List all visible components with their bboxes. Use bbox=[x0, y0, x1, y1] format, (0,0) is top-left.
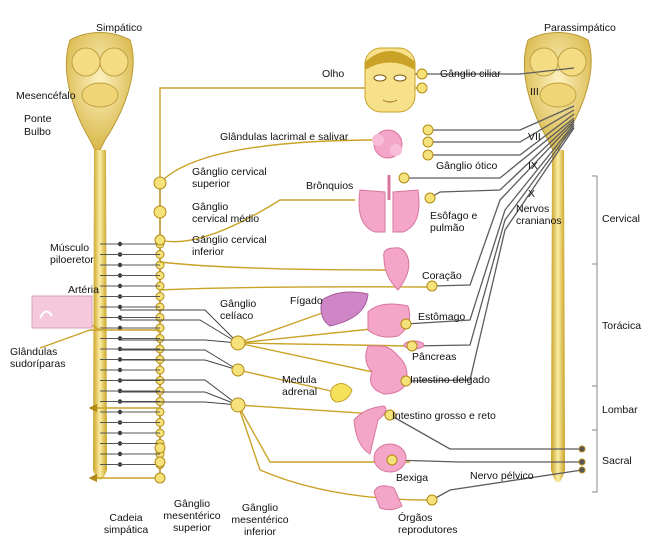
adrenal-gland bbox=[331, 383, 352, 402]
parasympathetic-heading: Parassimpático bbox=[544, 22, 616, 34]
label-ciliary-ganglion: Gânglio ciliar bbox=[440, 68, 501, 80]
label-cervical-sup-2: superior bbox=[192, 178, 230, 190]
stomach-ganglion bbox=[401, 319, 411, 329]
label-bronchi: Brônquios bbox=[306, 180, 353, 192]
cervical-inferior-ganglion bbox=[155, 235, 165, 245]
preganglionic-fibers bbox=[100, 244, 160, 465]
otic-ganglion bbox=[423, 125, 433, 135]
pelvic-ganglion bbox=[579, 459, 585, 465]
heart bbox=[384, 248, 409, 290]
label-cervical-mid-2: cervical médio bbox=[192, 213, 259, 225]
label-otic-ganglion: Gânglio ótico bbox=[436, 160, 497, 172]
label-mes-sup-1: Gânglio bbox=[160, 498, 224, 510]
pelvic-ganglion bbox=[579, 446, 585, 452]
label-liver: Fígado bbox=[290, 295, 323, 307]
label-cn-ix: IX bbox=[528, 160, 538, 172]
label-lumbar: Lombar bbox=[602, 404, 638, 416]
parasympathetic-brainstem bbox=[524, 33, 591, 483]
skin-inset bbox=[32, 296, 92, 328]
lungs-bronchi bbox=[359, 175, 419, 232]
superior-mesenteric-ganglion bbox=[232, 364, 244, 376]
label-mes-inf-1: Gânglio bbox=[228, 502, 292, 514]
label-cervical-inf-2: inferior bbox=[192, 246, 224, 258]
gland-ganglion bbox=[423, 150, 433, 160]
face-with-eye bbox=[365, 48, 415, 112]
esophagus-ganglion bbox=[425, 193, 435, 203]
label-adrenal-1: Medula bbox=[282, 374, 316, 386]
label-bladder: Bexiga bbox=[396, 472, 428, 484]
label-pons: Ponte bbox=[24, 113, 51, 125]
label-pelvic-nerve: Nervo pélvico bbox=[470, 470, 534, 482]
sympathetic-chain-ganglia bbox=[118, 240, 164, 469]
label-sweat-1: Glândulas bbox=[10, 346, 57, 358]
label-pancreas: Pâncreas bbox=[412, 351, 456, 363]
label-celiac-2: celíaco bbox=[220, 310, 253, 322]
spinal-region-brackets bbox=[592, 176, 597, 492]
label-esophagus-2: pulmão bbox=[430, 222, 464, 234]
small-intestine bbox=[366, 346, 407, 394]
chain-lower-ganglion bbox=[155, 457, 165, 467]
label-cranial-nerves-2: cranianos bbox=[516, 215, 562, 227]
pancreas-ganglion bbox=[407, 341, 417, 351]
label-adrenal-2: adrenal bbox=[282, 386, 317, 398]
label-chain-2: simpática bbox=[96, 524, 156, 536]
label-muscle-1: Músculo bbox=[50, 242, 89, 254]
label-small-intestine: Intestino delgado bbox=[410, 374, 490, 386]
label-eye: Olho bbox=[322, 68, 344, 80]
pelvic-ganglion bbox=[579, 467, 585, 473]
label-cn-x: X bbox=[528, 188, 535, 200]
label-medulla: Bulbo bbox=[24, 126, 51, 138]
label-cn-vii: VII bbox=[528, 131, 541, 143]
label-reproductive-2: reprodutores bbox=[398, 524, 458, 536]
label-sacral: Sacral bbox=[602, 455, 632, 467]
liver bbox=[321, 292, 368, 326]
eye-ganglion bbox=[417, 83, 427, 93]
lacrimal-salivary-glands bbox=[372, 130, 402, 158]
chain-lower-ganglion bbox=[155, 443, 165, 453]
label-mes-sup-2: mesentérico bbox=[160, 510, 224, 522]
label-cn-iii: III bbox=[530, 86, 539, 98]
label-muscle-2: piloeretor bbox=[50, 254, 94, 266]
label-cranial-nerves-1: Nervos bbox=[516, 203, 549, 215]
label-cervical: Cervical bbox=[602, 213, 640, 225]
inferior-mesenteric-ganglion bbox=[231, 398, 245, 412]
label-stomach: Estômago bbox=[418, 311, 465, 323]
chain-lower-ganglion bbox=[155, 473, 165, 483]
label-reproductive-1: Órgãos bbox=[398, 512, 432, 524]
label-mes-sup-3: superior bbox=[160, 522, 224, 534]
label-thoracic: Torácica bbox=[602, 320, 641, 332]
label-cervical-mid-1: Gânglio bbox=[192, 201, 228, 213]
label-cervical-inf-1: Gânglio cervical bbox=[192, 234, 267, 246]
bladder-ganglion bbox=[387, 455, 397, 465]
label-mesencephalon: Mesencéfalo bbox=[16, 90, 76, 102]
heart-ganglion bbox=[427, 281, 437, 291]
celiac-ganglion bbox=[231, 336, 245, 350]
label-sweat-2: sudoríparas bbox=[10, 358, 65, 370]
label-esophagus-1: Esôfago e bbox=[430, 210, 477, 222]
sympathetic-heading: Simpático bbox=[96, 22, 142, 34]
label-celiac-1: Gânglio bbox=[220, 298, 256, 310]
label-large-intestine: Intestino grosso e reto bbox=[392, 410, 496, 422]
label-cervical-sup-1: Gânglio cervical bbox=[192, 166, 267, 178]
reproductive-organs bbox=[374, 486, 402, 510]
label-mes-inf-3: inferior bbox=[228, 526, 292, 538]
reproductive-ganglion bbox=[427, 495, 437, 505]
gland-ganglion bbox=[423, 137, 433, 147]
cervical-superior-ganglion bbox=[154, 177, 166, 189]
bronchi-ganglion bbox=[399, 173, 409, 183]
label-artery: Artéria bbox=[68, 284, 99, 296]
label-glands: Glândulas lacrimal e salivar bbox=[220, 131, 348, 143]
label-mes-inf-2: mesentérico bbox=[228, 514, 292, 526]
cervical-middle-ganglion bbox=[154, 206, 166, 218]
label-heart: Coração bbox=[422, 270, 462, 282]
label-chain-1: Cadeia bbox=[96, 512, 156, 524]
ciliary-ganglion bbox=[417, 69, 427, 79]
